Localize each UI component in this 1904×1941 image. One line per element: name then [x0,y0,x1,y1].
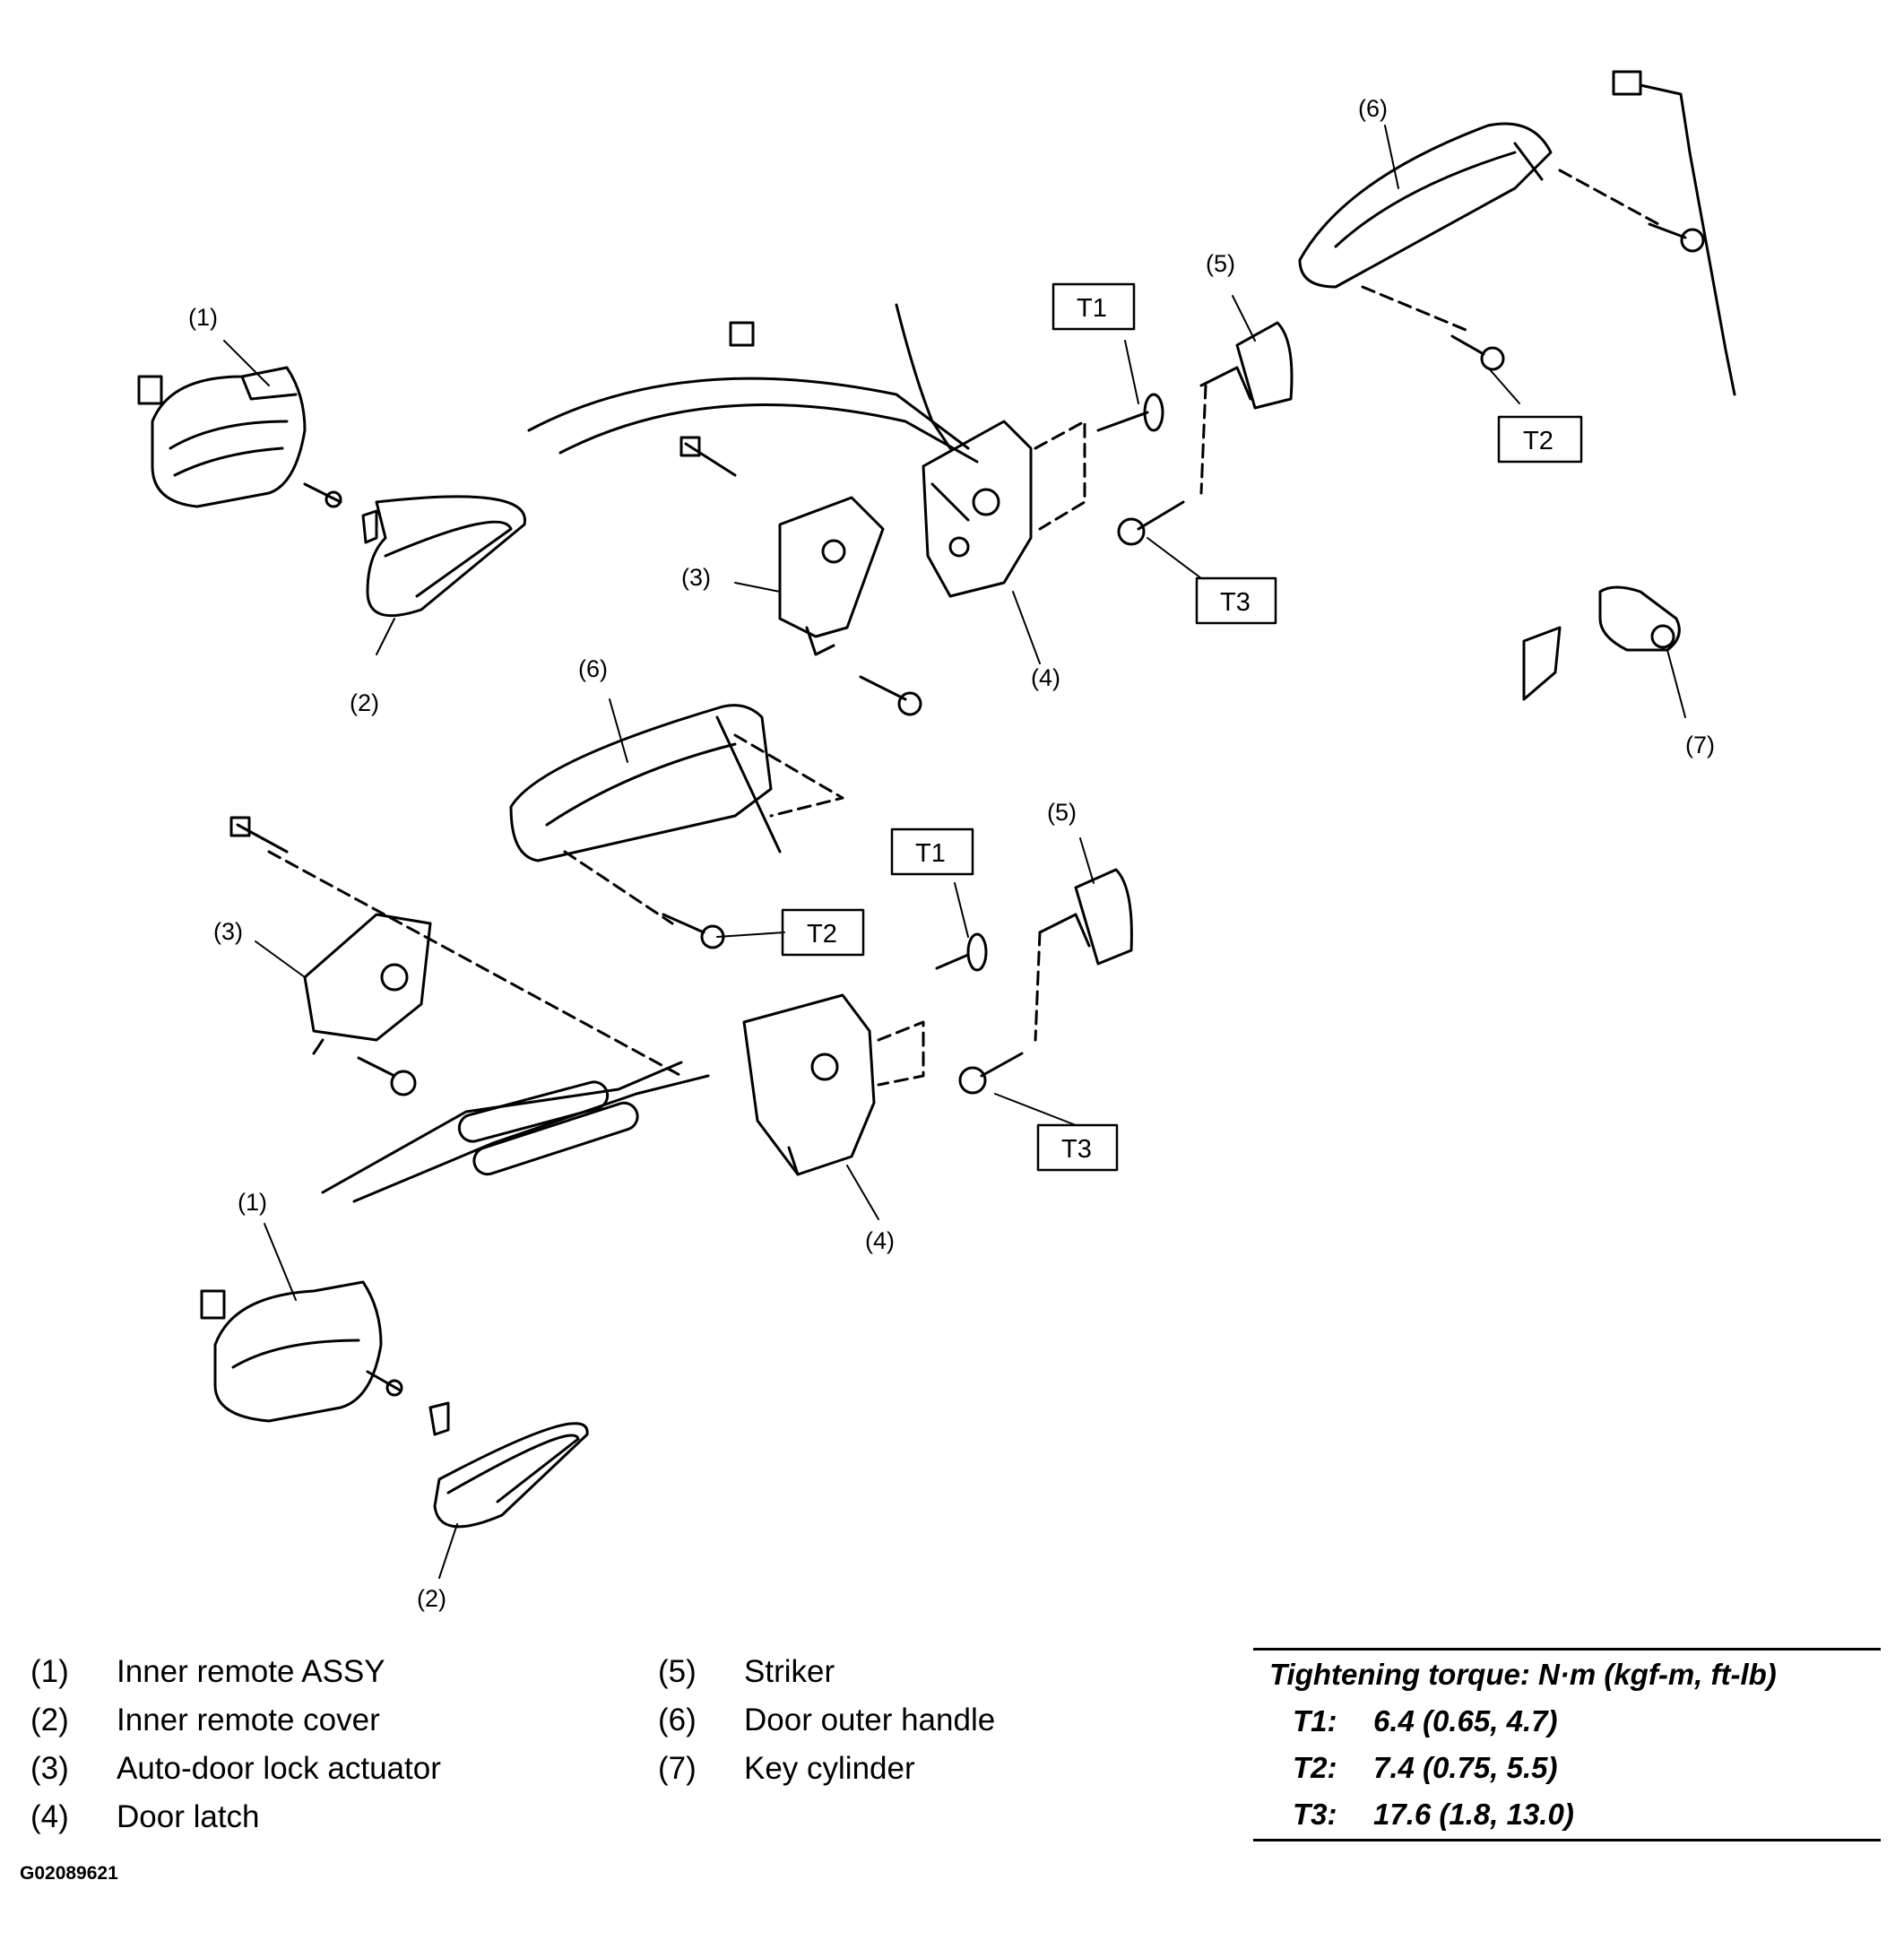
torque-key: T3: [1293,1798,1337,1831]
inner-remote-cover-top [366,495,527,618]
torque-value: 6.4 (0.65, 4.7) [1373,1704,1558,1737]
callout-5-lower: (5) [1047,799,1077,826]
inner-remote-assy-lower [200,1280,383,1423]
callout-4-lower: (4) [865,1227,895,1254]
legend-text: Door latch [117,1799,260,1834]
screw-t1-top [1034,393,1164,531]
legend-num: (2) [30,1703,69,1737]
key-rod-top [1612,70,1736,396]
torque-value: 7.4 (0.75, 5.5) [1373,1751,1558,1784]
auto-door-lock-actuator-lower [303,913,432,1055]
legend-num: (1) [30,1654,69,1689]
torque-header: Tightening torque: N·m (kgf-m, ft-lb) [1269,1658,1777,1691]
tag-t3-top: T3 [1220,588,1251,617]
torque-row-t1: T1: 6.4 (0.65, 4.7) [1293,1704,1557,1738]
auto-door-lock-actuator-top [778,496,885,656]
striker-lower [1034,868,1133,1042]
callout-7: (7) [1685,732,1715,758]
legend-text: Auto-door lock actuator [117,1751,441,1786]
inner-remote-cover-lower [433,1422,589,1529]
key-cylinder [1522,585,1681,701]
legend-num: (7) [658,1751,697,1786]
screw-t1-lower [877,932,988,1087]
screw-inner-remote-lower [366,1370,450,1436]
callout-6-top: (6) [1358,95,1388,122]
legend-num: (3) [30,1751,69,1786]
torque-row-t3: T3: 17.6 (1.8, 13.0) [1293,1798,1574,1832]
legend-text: Inner remote ASSY [117,1654,385,1689]
torque-row-t2: T2: 7.4 (0.75, 5.5) [1293,1751,1557,1785]
door-latch-top [922,420,1033,598]
door-latch-lower [742,993,876,1176]
screw-outer-handle-lower [563,850,725,949]
legend-num: (5) [658,1654,697,1689]
figure-reference-code: G02089621 [20,1863,118,1884]
torque-key: T2: [1293,1751,1337,1784]
callout-2-lower: (2) [417,1585,446,1612]
torque-key: T1: [1293,1704,1337,1737]
callout-5-top: (5) [1206,250,1235,277]
screw-actuator-top [679,436,922,716]
torque-tag-boxes [781,282,1583,1172]
tightening-torque-table: Tightening torque: N·m (kgf-m, ft-lb) T1… [1253,1648,1881,1841]
tag-t1-top: T1 [1077,294,1107,323]
callout-2-top: (2) [350,689,379,716]
leader-lines [223,125,1686,1579]
callout-1-lower: (1) [238,1189,267,1216]
legend-num: (4) [30,1799,69,1834]
callout-1-top: (1) [188,304,218,331]
screw-actuator-lower [229,816,683,1096]
door-outer-handle-top [1298,122,1553,289]
tag-t2-top: T2 [1523,427,1553,455]
tag-t3-lower: T3 [1061,1135,1092,1164]
callout-6-lower: (6) [578,655,608,682]
tag-t2-lower: T2 [807,920,837,949]
callout-3-lower: (3) [213,918,243,945]
striker-top [1199,321,1294,495]
cable-rods-lower [321,1061,710,1203]
door-outer-handle-lower [509,704,844,862]
screw-t3-top [1117,500,1185,546]
legend-text: Key cylinder [744,1751,915,1786]
callout-4-top: (4) [1031,664,1060,691]
screw-inner-remote-top [303,482,378,544]
inner-remote-assy-top [137,366,307,508]
legend-text: Inner remote cover [117,1703,380,1737]
parts-legend: (1) Inner remote ASSY (2) Inner remote c… [30,1654,1196,1834]
legend-text: Striker [744,1654,835,1689]
legend-text: Door outer handle [744,1703,996,1737]
legend-num: (6) [658,1703,697,1737]
torque-value: 17.6 (1.8, 13.0) [1373,1798,1574,1831]
callout-3-top: (3) [681,564,711,591]
cable-rods-top [527,303,979,464]
screw-t3-lower [958,1052,1024,1095]
screw-outer-handle-top [1361,169,1705,371]
tag-t1-lower: T1 [915,839,946,868]
